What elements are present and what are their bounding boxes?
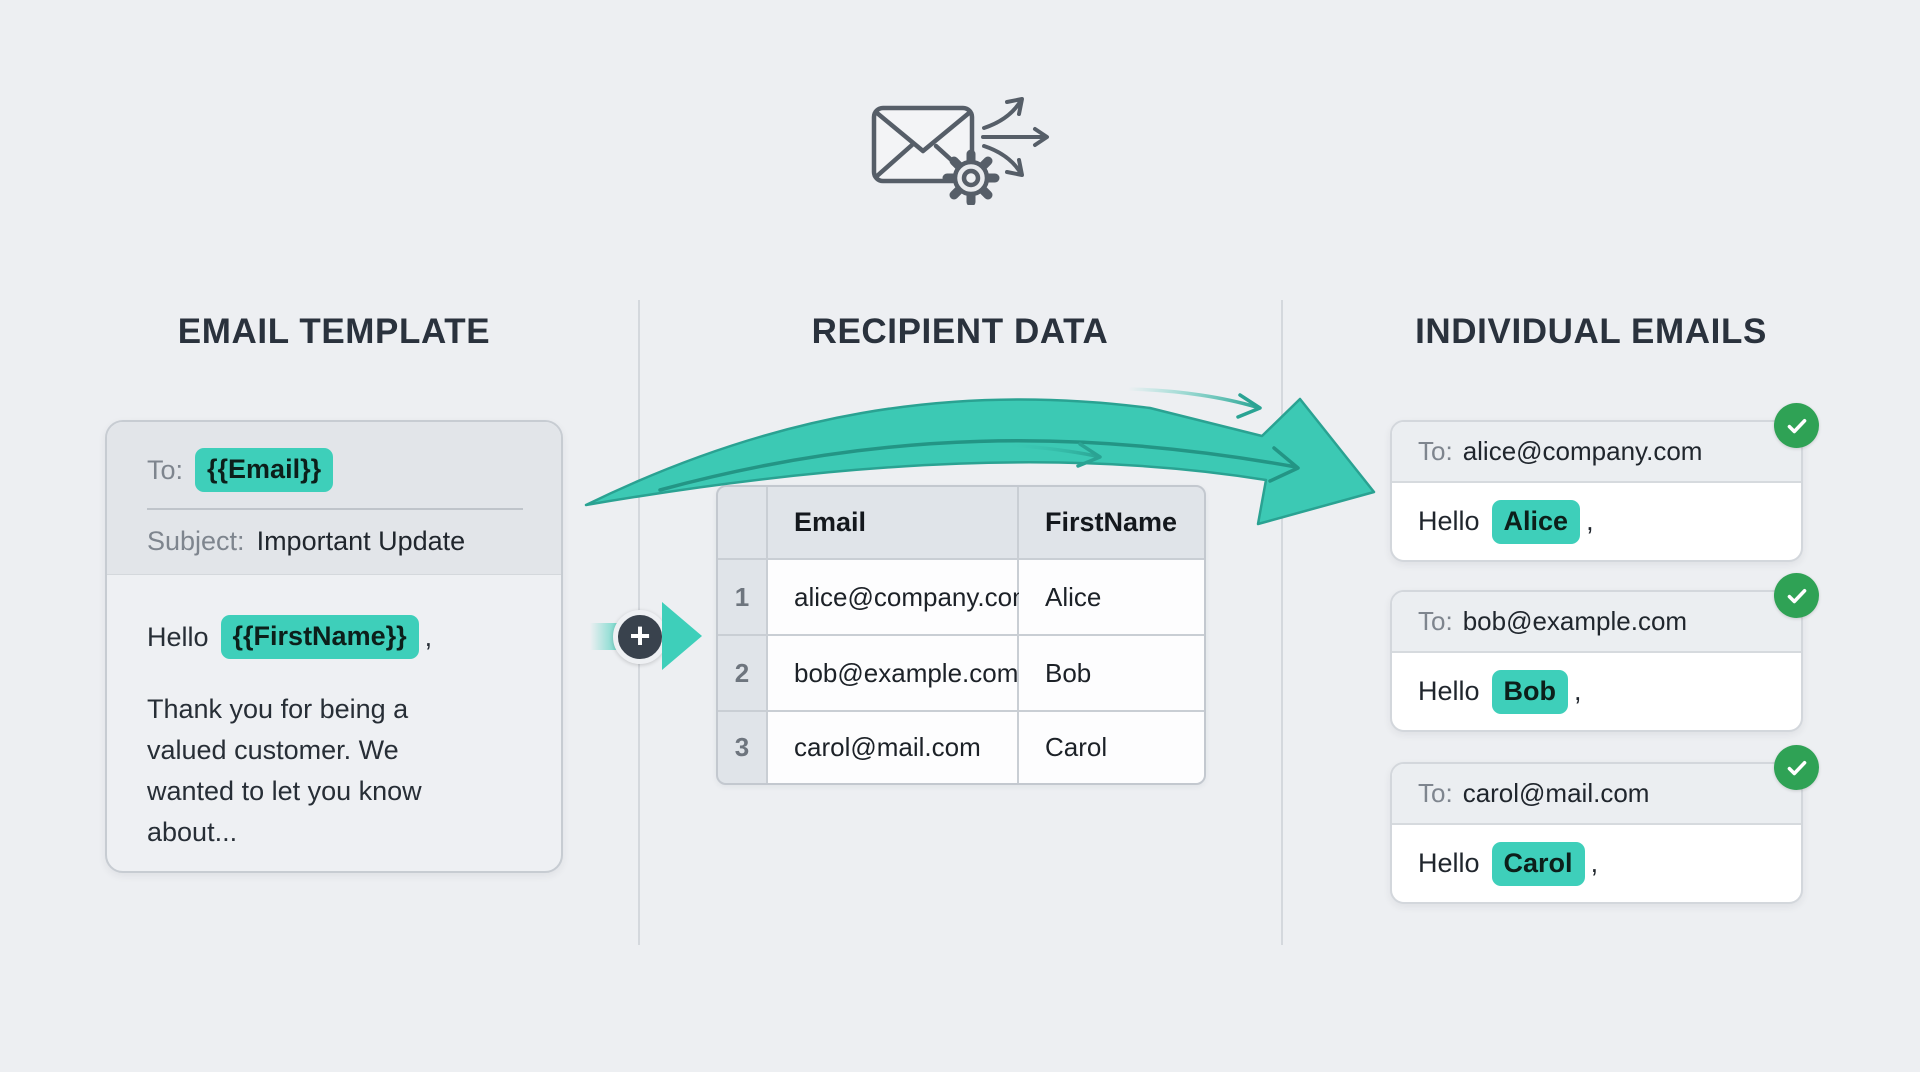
individual-email-card: To: bob@example.com Hello Bob ,	[1390, 573, 1819, 732]
greeting-prefix: Hello	[1418, 676, 1480, 706]
row-number: 1	[718, 560, 766, 634]
swoosh-inner-arrow	[658, 439, 1298, 492]
envelope-icon	[871, 105, 975, 184]
template-body-text: Thank you for being a valued customer. W…	[147, 694, 422, 847]
row-number: 2	[718, 636, 766, 710]
individual-email-card: To: carol@mail.com Hello Carol ,	[1390, 745, 1819, 904]
email-merge-field-chip: {{Email}}	[195, 448, 334, 492]
check-icon	[1774, 745, 1819, 790]
table-cell-email: carol@mail.com	[768, 712, 1017, 783]
table-cell-email: alice@company.com	[768, 560, 1034, 634]
greeting-prefix: Hello	[147, 621, 209, 652]
section-title-individual-emails: INDIVIDUAL EMAILS	[1415, 312, 1767, 351]
column-divider	[1281, 300, 1283, 945]
gear-icon	[942, 149, 1000, 205]
merged-name-chip: Alice	[1491, 499, 1581, 544]
table-cell-firstname: Alice	[1019, 560, 1204, 634]
recipient-address: carol@mail.com	[1462, 778, 1650, 808]
small-arrow-bottom	[991, 442, 1098, 458]
merged-name-chip: Carol	[1491, 841, 1585, 886]
fanout-arrows-icon	[981, 97, 1049, 177]
table-cell-firstname: Bob	[1019, 636, 1204, 710]
recipient-data-table: Email FirstName 1 alice@company.com Alic…	[716, 485, 1206, 785]
greeting-prefix: Hello	[1418, 506, 1480, 536]
firstname-merge-field-chip: {{FirstName}}	[220, 615, 419, 659]
greeting-suffix: ,	[1586, 506, 1594, 536]
to-label: To:	[1418, 436, 1453, 466]
subject-label: Subject:	[147, 526, 245, 556]
small-arrow-top	[1126, 387, 1258, 409]
to-label: To:	[147, 454, 184, 485]
template-header: To: {{Email}} Subject: Important Update	[107, 422, 561, 575]
arrow-right-triangle-icon	[662, 602, 702, 670]
swoosh-inner-arrowhead	[1268, 446, 1300, 483]
section-title-recipient-data: RECIPIENT DATA	[811, 312, 1109, 351]
small-arrow-top-head	[1236, 393, 1262, 419]
row-number: 3	[718, 712, 766, 783]
table-cell-firstname: Carol	[1019, 712, 1204, 783]
email-template-card: To: {{Email}} Subject: Important Update …	[105, 420, 563, 873]
section-title-email-template: EMAIL TEMPLATE	[177, 312, 491, 351]
column-header-email: Email	[768, 487, 1017, 558]
small-arrow-bottom-head	[1076, 442, 1102, 468]
table-cell-email: bob@example.com	[768, 636, 1018, 710]
greeting-prefix: Hello	[1418, 848, 1480, 878]
template-body: Hello {{FirstName}} , Thank you for bein…	[107, 575, 561, 853]
to-label: To:	[1418, 606, 1453, 636]
individual-email-card: To: alice@company.com Hello Alice ,	[1390, 403, 1819, 562]
column-header-firstname: FirstName	[1019, 487, 1204, 558]
check-icon	[1774, 573, 1819, 618]
envelope-gear-fanout-icon	[871, 97, 1049, 205]
plus-icon: +	[613, 610, 667, 664]
recipient-address: bob@example.com	[1462, 606, 1688, 636]
subject-value: Important Update	[256, 526, 466, 556]
recipient-address: alice@company.com	[1462, 436, 1703, 466]
to-label: To:	[1418, 778, 1453, 808]
table-corner-cell	[718, 487, 766, 558]
merged-name-chip: Bob	[1491, 669, 1569, 714]
header-divider	[147, 508, 523, 510]
greeting-suffix: ,	[424, 621, 433, 652]
greeting-suffix: ,	[1574, 676, 1582, 706]
check-icon	[1774, 403, 1819, 448]
greeting-suffix: ,	[1590, 848, 1599, 878]
